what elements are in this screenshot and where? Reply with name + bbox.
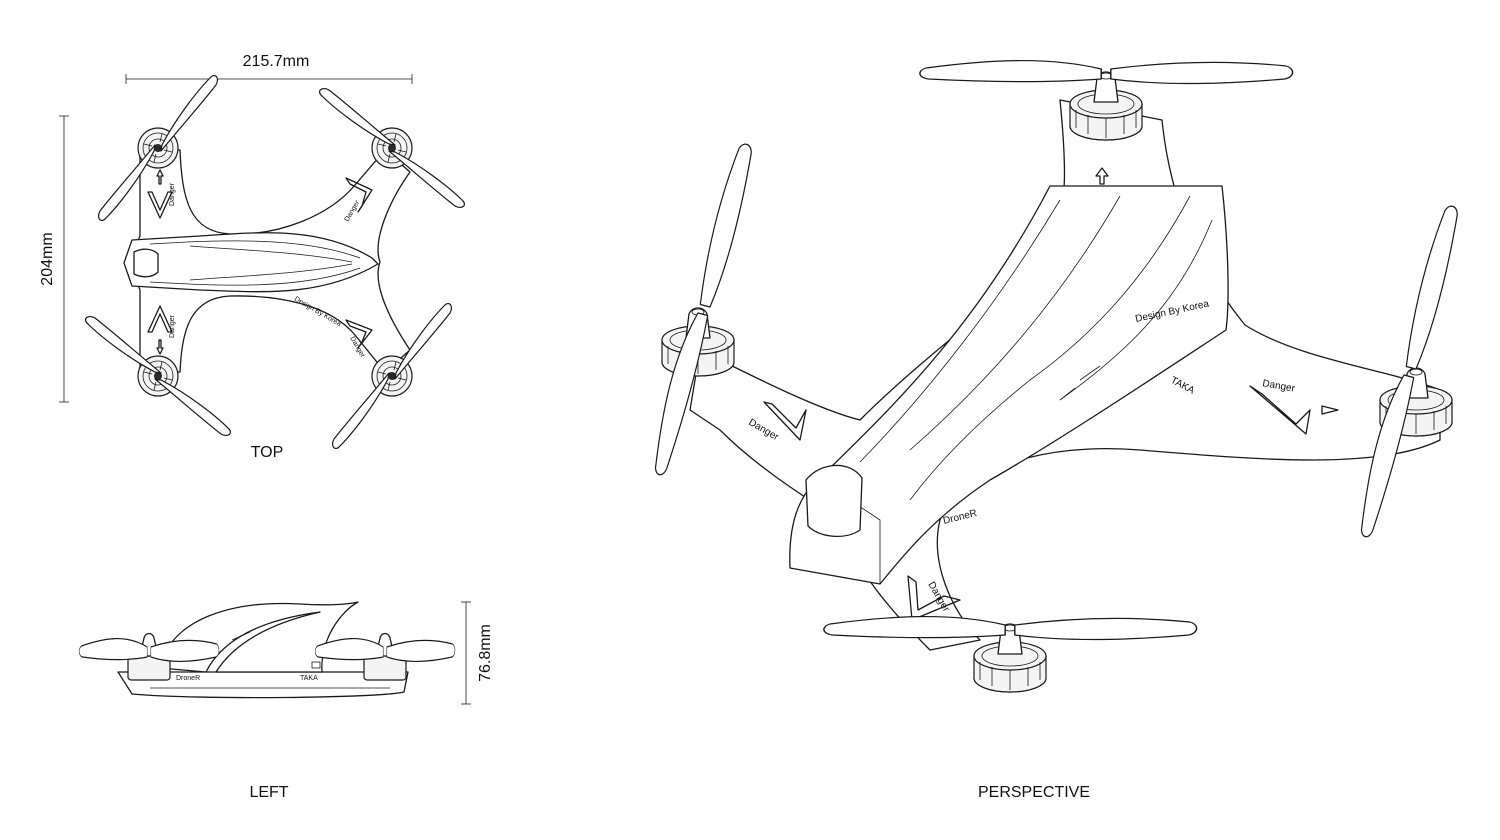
left-motor-front [78,632,220,681]
left-view-label: LEFT [249,784,288,801]
height-dimension-label: 76.8mm [477,624,494,682]
length-dimension: 204mm [39,115,69,403]
perspective-view: Danger Danger Danger Design By Korea TAK… [646,59,1465,801]
perspective-canopy [789,185,1229,585]
left-model-text: TAKA [300,675,318,682]
left-base [117,671,409,699]
left-motor-rear [314,632,456,681]
top-view-label: TOP [251,444,284,461]
left-view: 76.8mm DroneR TAKA LEFT [78,601,494,801]
perspective-motor-rear [919,59,1294,141]
width-dimension-label: 215.7mm [243,53,310,70]
height-dimension: 76.8mm [461,601,494,705]
perspective-view-label: PERSPECTIVE [978,784,1090,801]
top-view: 215.7mm 204mm Danger Danger Danger Dange… [39,53,466,461]
top-warning-rl: Danger [169,314,176,338]
left-brand-text: DroneR [176,675,200,682]
top-warning-fl: Danger [169,182,176,206]
top-canopy [123,232,379,293]
width-dimension: 215.7mm [125,53,413,84]
length-dimension-label: 204mm [39,232,56,285]
perspective-motor-front [823,615,1198,693]
